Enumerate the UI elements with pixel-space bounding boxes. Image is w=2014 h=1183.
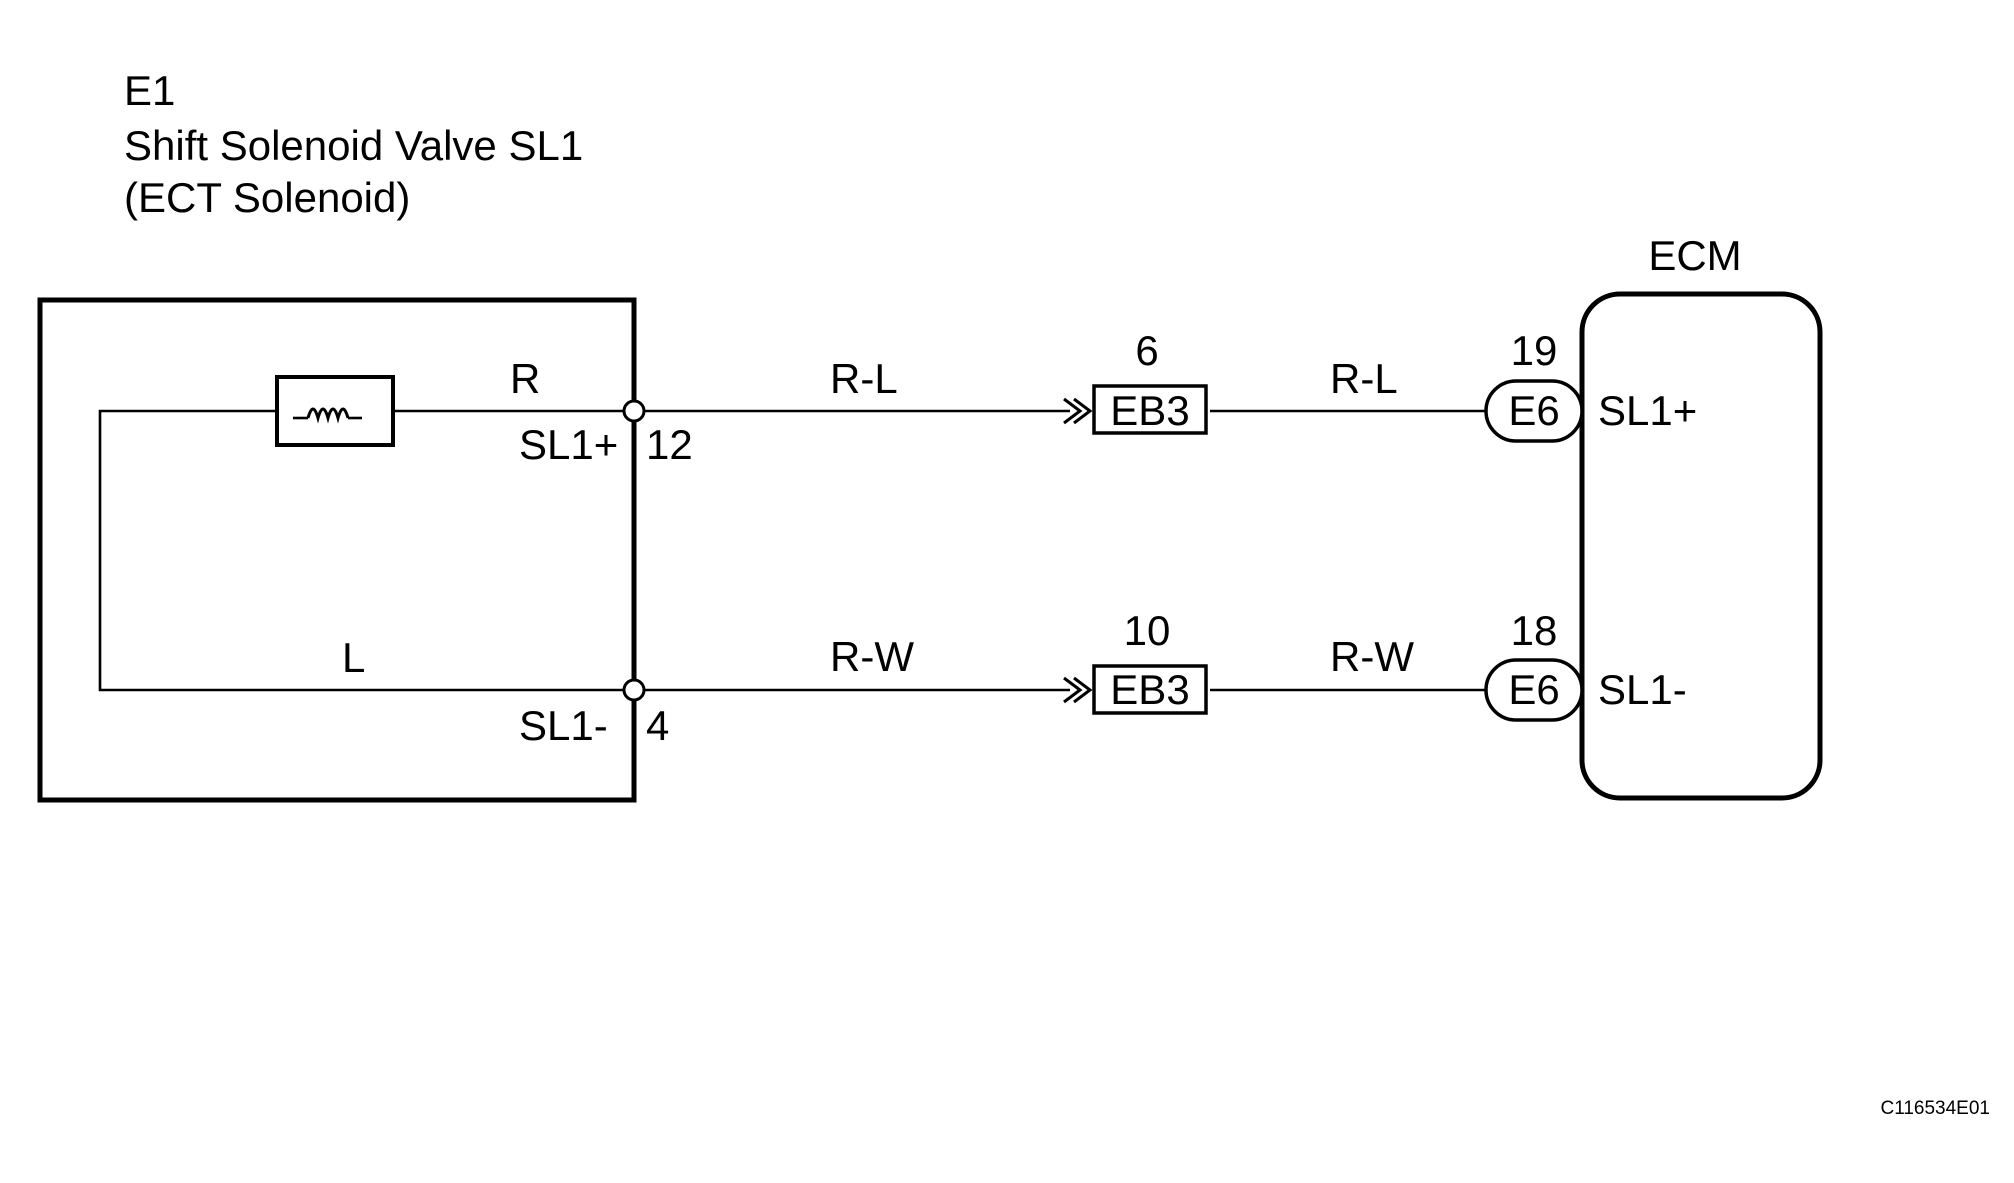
wire-color-bottom-right: R-W — [1330, 633, 1414, 680]
ecm-box — [1579, 291, 1823, 801]
junction-connector-box — [1092, 664, 1208, 715]
ecm-terminal-sl1-plus: SL1+ — [1598, 387, 1697, 434]
junction-connector-box — [1092, 384, 1208, 435]
terminal-circle-12 — [622, 399, 646, 423]
internal-wire-color-bottom: L — [342, 634, 365, 681]
ecm-terminal-sl1-minus: SL1- — [1598, 666, 1687, 713]
junction-connector-label: EB3 — [1110, 666, 1189, 713]
component-subname: (ECT Solenoid) — [124, 174, 410, 221]
solenoid-component-box — [37, 297, 637, 803]
pin-label-sl1-minus: SL1- — [519, 702, 608, 749]
component-name: Shift Solenoid Valve SL1 — [124, 122, 583, 169]
pin-label-sl1-plus: SL1+ — [519, 421, 618, 468]
ecm-pin-19: 19 — [1511, 327, 1558, 374]
ecm-connector-label: E6 — [1508, 387, 1559, 434]
solenoid-coil-icon — [275, 375, 395, 447]
component-code: E1 — [124, 67, 175, 114]
junction-pin-6: 6 — [1135, 327, 1158, 374]
ecm-connector-label: E6 — [1508, 666, 1559, 713]
ecm-title: ECM — [1648, 232, 1741, 279]
junction-pin-10: 10 — [1124, 607, 1171, 654]
ecm-connector-e6 — [1484, 379, 1584, 443]
junction-connector-label: EB3 — [1110, 387, 1189, 434]
pin-number-12: 12 — [646, 421, 693, 468]
pin-number-4: 4 — [646, 702, 669, 749]
ecm-connector-e6 — [1484, 658, 1584, 722]
ecm-pin-18: 18 — [1511, 607, 1558, 654]
figure-id: C116534E01 — [1880, 1098, 1990, 1119]
wire-color-bottom-left: R-W — [830, 633, 914, 680]
wire-color-top-right: R-L — [1330, 355, 1398, 402]
double-chevron-icon — [1063, 676, 1093, 704]
double-chevron-icon — [1063, 397, 1093, 425]
terminal-circle-4 — [622, 678, 646, 702]
internal-wire-color-top: R — [510, 355, 540, 402]
wire-color-top-left: R-L — [830, 355, 898, 402]
